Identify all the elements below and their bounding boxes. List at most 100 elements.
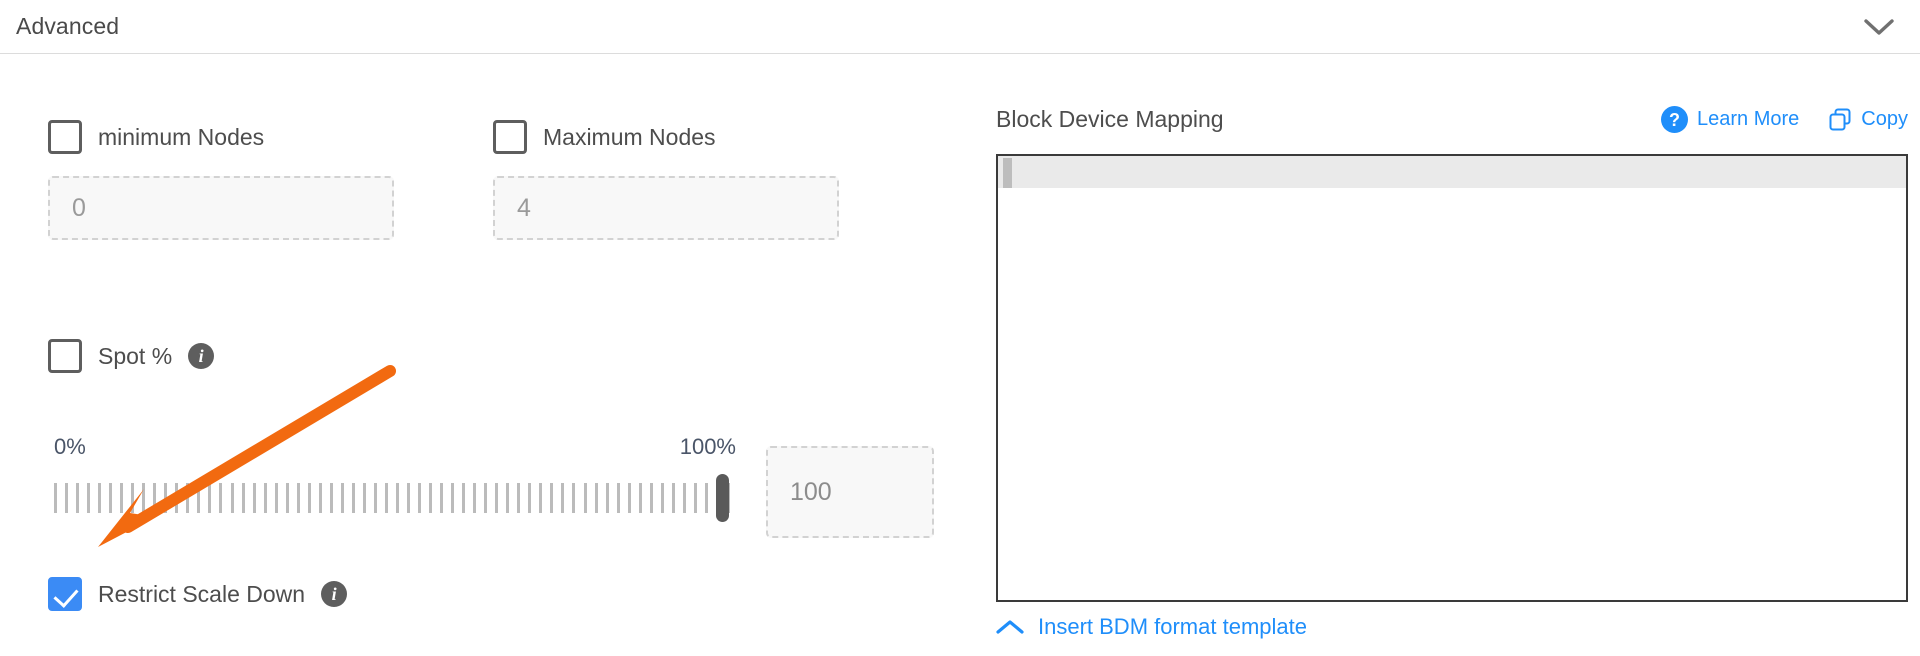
slider-tick <box>296 483 300 513</box>
copy-label: Copy <box>1861 108 1908 130</box>
slider-tick <box>142 483 146 513</box>
max-nodes-checkbox[interactable] <box>493 120 527 154</box>
slider-tick <box>54 483 57 513</box>
slider-min-label: 0% <box>54 434 86 459</box>
slider-tick-marks <box>54 483 730 513</box>
slider-tick <box>98 483 102 513</box>
slider-tick <box>473 483 477 513</box>
slider-tick <box>418 483 422 513</box>
editor-cursor-gutter <box>1003 158 1012 188</box>
slider-tick <box>76 483 80 513</box>
restrict-scale-down-label: Restrict Scale Down <box>98 580 306 607</box>
slider-tick <box>87 483 91 513</box>
slider-tick <box>318 483 322 513</box>
slider-tick <box>572 483 576 513</box>
slider-tick <box>539 483 543 513</box>
slider-tick <box>638 483 642 513</box>
slider-tick <box>704 483 708 513</box>
spot-percent-value-input[interactable]: 100 <box>766 446 934 538</box>
slider-tick <box>252 483 256 513</box>
min-nodes-input[interactable]: 0 <box>48 176 394 240</box>
learn-more-label: Learn More <box>1697 108 1800 130</box>
slider-tick <box>550 483 554 513</box>
slider-thumb[interactable] <box>716 474 729 522</box>
slider-tick <box>583 483 587 513</box>
max-nodes-input[interactable]: 4 <box>493 176 839 240</box>
slider-tick <box>109 483 113 513</box>
block-device-mapping-title: Block Device Mapping <box>996 106 1224 132</box>
slider-tick <box>495 483 499 513</box>
slider-tick <box>627 483 631 513</box>
collapse-section-button[interactable] <box>1856 7 1902 47</box>
slider-tick <box>175 483 179 513</box>
min-nodes-checkbox-row[interactable]: minimum Nodes <box>48 120 493 154</box>
slider-tick <box>528 483 532 513</box>
restrict-scale-down-row[interactable]: Restrict Scale Down i <box>48 577 348 611</box>
slider-tick <box>660 483 664 513</box>
slider-track[interactable]: 100 <box>48 446 934 538</box>
slider-tick <box>208 483 212 513</box>
slider-tick <box>307 483 311 513</box>
slider-tick <box>164 483 168 513</box>
slider-tick <box>65 483 69 513</box>
slider-tick <box>484 483 488 513</box>
slider-tick <box>241 483 245 513</box>
slider-tick <box>682 483 686 513</box>
slider-tick <box>451 483 455 513</box>
block-device-mapping-actions: ? Learn More Copy <box>1661 106 1908 133</box>
slider-tick <box>197 483 201 513</box>
slider-tick <box>462 483 466 513</box>
nodes-row: minimum Nodes 0 Maximum Nodes 4 <box>48 120 938 240</box>
min-nodes-group: minimum Nodes 0 <box>48 120 493 240</box>
max-nodes-checkbox-row[interactable]: Maximum Nodes <box>493 120 938 154</box>
section-header: Advanced <box>0 0 1920 54</box>
learn-more-link[interactable]: ? Learn More <box>1661 106 1799 133</box>
restrict-scale-down-checkbox[interactable] <box>48 577 82 611</box>
slider-tick <box>440 483 444 513</box>
slider-tick <box>429 483 433 513</box>
slider-tick <box>407 483 410 513</box>
slider-tick <box>153 483 157 513</box>
slider-tick <box>605 483 609 513</box>
slider-tick <box>373 483 377 513</box>
max-nodes-group: Maximum Nodes 4 <box>493 120 938 240</box>
slider-tick <box>230 483 234 513</box>
spot-percent-row[interactable]: Spot % i <box>48 339 215 373</box>
slider-tick <box>671 483 675 513</box>
spot-percent-checkbox[interactable] <box>48 339 82 373</box>
slider-tick <box>120 483 124 513</box>
slider-tick <box>186 483 190 513</box>
block-device-mapping-editor[interactable] <box>996 154 1908 602</box>
slider-tick <box>384 483 388 513</box>
page-title: Advanced <box>16 13 120 39</box>
slider-tick <box>561 483 565 513</box>
copy-button[interactable]: Copy <box>1829 108 1908 131</box>
slider-tick <box>616 483 620 513</box>
question-mark-circle-icon: ? <box>1661 106 1689 133</box>
copy-icon <box>1829 108 1852 131</box>
slider-tick <box>395 483 399 513</box>
slider-tick <box>517 483 521 513</box>
min-nodes-checkbox[interactable] <box>48 120 82 154</box>
spot-percent-label: Spot % <box>98 342 173 369</box>
slider-tick <box>362 483 366 513</box>
editor-active-line <box>998 156 1906 188</box>
min-nodes-label: minimum Nodes <box>98 123 265 150</box>
slider-tick <box>274 483 278 513</box>
block-device-mapping-header: Block Device Mapping ? Learn More Copy <box>996 106 1908 133</box>
insert-bdm-template-link[interactable]: Insert BDM format template <box>996 614 1307 640</box>
slider-tick <box>649 483 653 513</box>
slider-tick <box>340 483 344 513</box>
spot-percent-slider-block: 0% 100% 100 <box>48 434 948 538</box>
slider-tick <box>219 483 223 513</box>
slider-tick <box>329 483 333 513</box>
slider-tick <box>594 483 598 513</box>
insert-bdm-template-label: Insert BDM format template <box>1038 614 1307 639</box>
chevron-up-icon <box>996 619 1024 636</box>
restrict-scale-down-info-icon[interactable]: i <box>321 581 348 607</box>
spot-percent-info-icon[interactable]: i <box>188 343 215 369</box>
slider-max-label: 100% <box>679 434 736 459</box>
chevron-down-icon <box>1864 18 1894 36</box>
slider-tick <box>131 483 135 513</box>
